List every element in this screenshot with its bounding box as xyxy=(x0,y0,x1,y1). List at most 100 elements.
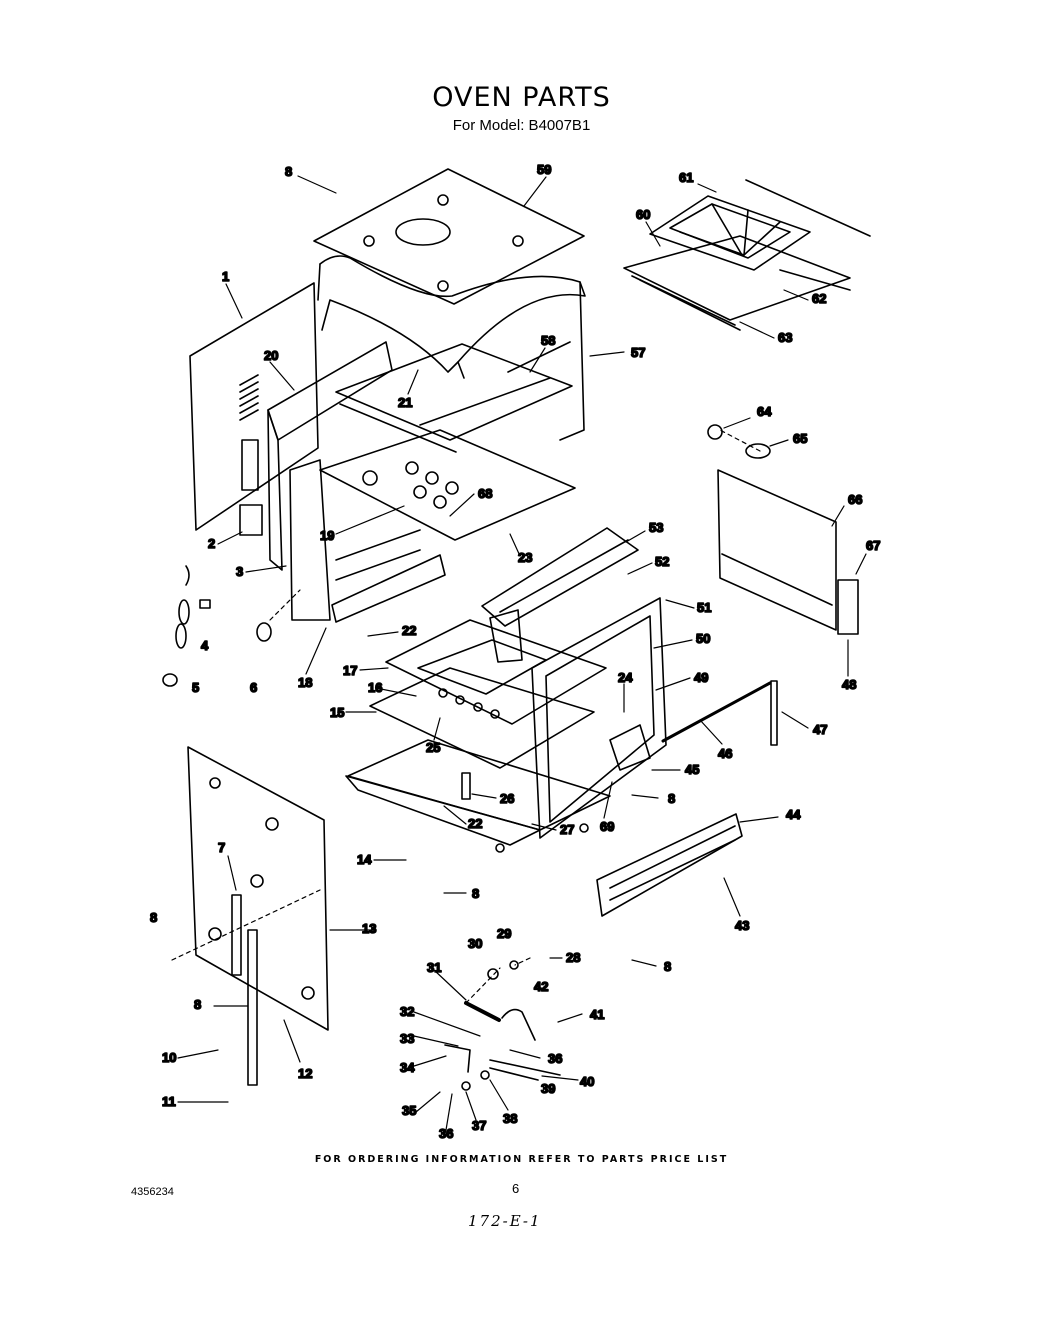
rear-inner-frame-part xyxy=(531,597,667,839)
callout-44: 44 xyxy=(786,807,801,822)
callout-20: 20 xyxy=(264,348,278,363)
callout-13: 13 xyxy=(362,921,376,936)
callout-36: 36 xyxy=(548,1051,562,1066)
dashed-leaders xyxy=(171,429,761,1004)
callout-17: 17 xyxy=(343,663,357,678)
callout-65: 65 xyxy=(793,431,807,446)
callout-11: 11 xyxy=(162,1094,176,1109)
callout-8: 8 xyxy=(664,959,671,974)
callout-33: 33 xyxy=(400,1031,414,1046)
back-panel-part xyxy=(187,746,329,1031)
heat-shield-part xyxy=(335,343,573,453)
document-number: 4356234 xyxy=(131,1186,174,1198)
vent-duct-part xyxy=(481,527,639,663)
callout-58: 58 xyxy=(541,333,555,348)
callout-69: 69 xyxy=(600,819,614,834)
base-pan-part xyxy=(345,772,589,853)
callout-2: 2 xyxy=(208,536,215,551)
callout-39: 39 xyxy=(541,1081,555,1096)
callout-27: 27 xyxy=(560,822,574,837)
callout-32: 32 xyxy=(400,1004,414,1019)
handwritten-note: 172-E-1 xyxy=(468,1212,542,1230)
ordering-note: FOR ORDERING INFORMATION REFER TO PARTS … xyxy=(314,1154,729,1165)
side-panel-part xyxy=(189,282,319,531)
callout-38: 38 xyxy=(503,1111,517,1126)
callout-29: 29 xyxy=(497,926,511,941)
callout-3: 3 xyxy=(236,564,243,579)
callout-62: 62 xyxy=(812,291,826,306)
callout-30: 30 xyxy=(468,936,482,951)
control-panel-part xyxy=(289,429,576,623)
callout-22: 22 xyxy=(468,816,482,831)
callout-59: 59 xyxy=(537,162,551,177)
page-number: 6 xyxy=(512,1181,520,1196)
callout-36: 36 xyxy=(439,1126,453,1141)
oven-cavity-part xyxy=(347,619,611,831)
callout-14: 14 xyxy=(357,852,372,867)
callout-18: 18 xyxy=(298,675,312,690)
callout-24: 24 xyxy=(618,670,633,685)
model-subtitle: For Model: B4007B1 xyxy=(452,117,591,134)
callout-67: 67 xyxy=(866,538,880,553)
broiler-pan-part xyxy=(623,179,871,331)
callout-42: 42 xyxy=(534,979,548,994)
callout-4: 4 xyxy=(201,638,209,653)
left-small-parts xyxy=(162,565,272,687)
callout-8: 8 xyxy=(472,886,479,901)
callout-35: 35 xyxy=(402,1103,416,1118)
callout-49: 49 xyxy=(694,670,708,685)
callout-51: 51 xyxy=(697,600,711,615)
callout-63: 63 xyxy=(778,330,792,345)
callout-23: 23 xyxy=(518,550,532,565)
callout-19: 19 xyxy=(320,528,334,543)
callout-16: 16 xyxy=(368,680,382,695)
callout-8: 8 xyxy=(150,910,157,925)
page-title: OVEN PARTS xyxy=(432,82,611,113)
leader-lines xyxy=(177,175,867,1131)
callout-6: 6 xyxy=(250,680,257,695)
callout-66: 66 xyxy=(848,492,862,507)
callout-8: 8 xyxy=(285,164,292,179)
callout-41: 41 xyxy=(590,1007,604,1022)
callout-21: 21 xyxy=(398,395,412,410)
back-brackets-part xyxy=(231,894,258,1086)
callout-48: 48 xyxy=(842,677,856,692)
callout-64: 64 xyxy=(757,404,772,419)
callout-40: 40 xyxy=(580,1074,594,1089)
callout-57: 57 xyxy=(631,345,645,360)
callout-22: 22 xyxy=(402,623,416,638)
callout-5: 5 xyxy=(192,680,199,695)
knob-and-bulb-part xyxy=(707,424,771,459)
rod-and-bar-part xyxy=(609,680,778,771)
callout-8: 8 xyxy=(194,997,201,1012)
callout-31: 31 xyxy=(427,960,441,975)
kick-plate-part xyxy=(596,813,743,917)
callout-43: 43 xyxy=(735,918,749,933)
callout-28: 28 xyxy=(566,950,580,965)
callout-7: 7 xyxy=(218,840,225,855)
callout-45: 45 xyxy=(685,762,699,777)
callout-37: 37 xyxy=(472,1118,486,1133)
callout-8: 8 xyxy=(668,791,675,806)
callout-47: 47 xyxy=(813,722,827,737)
callout-12: 12 xyxy=(298,1066,312,1081)
callout-61: 61 xyxy=(679,170,693,185)
callout-50: 50 xyxy=(696,631,710,646)
callout-15: 15 xyxy=(330,705,344,720)
callout-10: 10 xyxy=(162,1050,176,1065)
oven-door-part xyxy=(717,469,859,635)
callout-34: 34 xyxy=(400,1060,415,1075)
callout-26: 26 xyxy=(500,791,514,806)
callout-25: 25 xyxy=(426,740,440,755)
callout-68: 68 xyxy=(478,486,492,501)
callout-46: 46 xyxy=(718,746,732,761)
top-panel-part xyxy=(313,168,585,305)
callout-1: 1 xyxy=(222,269,229,284)
valve-assembly-part xyxy=(444,960,561,1091)
callout-53: 53 xyxy=(649,520,663,535)
callout-60: 60 xyxy=(636,207,650,222)
callout-labels: 1 2 3 4 5 6 7 8 8 8 8 8 8 9 10 11 12 13 … xyxy=(149,161,881,1142)
callout-52: 52 xyxy=(655,554,669,569)
